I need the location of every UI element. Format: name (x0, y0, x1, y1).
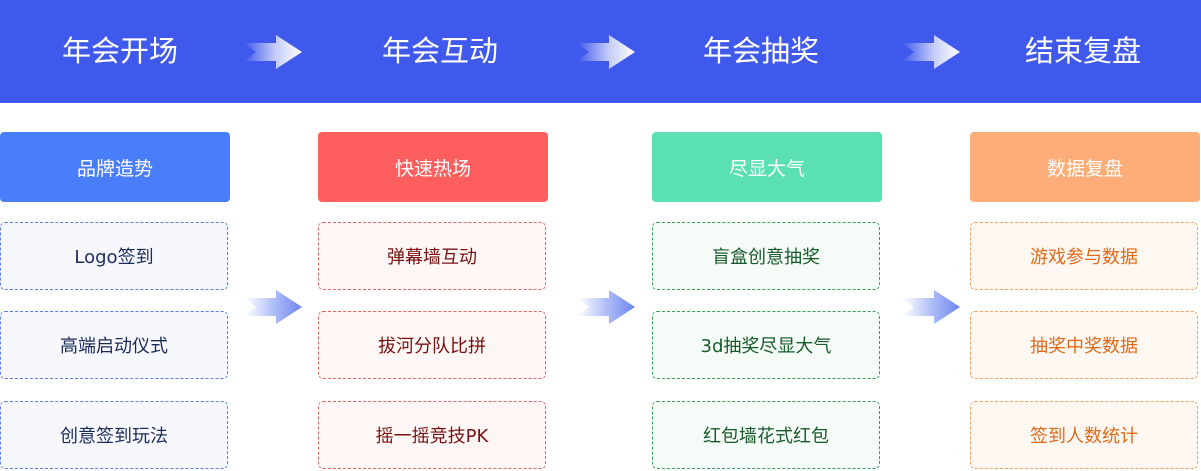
list-item: 签到人数统计 (970, 401, 1198, 469)
stage-banner: 年会开场 年会互动 年会抽奖 结束复盘 (0, 0, 1201, 103)
stage-title-2: 年会互动 (381, 34, 498, 68)
column-header: 快速热场 (318, 132, 548, 202)
list-item: Logo签到 (0, 222, 228, 290)
arrow-right-icon (902, 35, 960, 69)
column-header: 数据复盘 (970, 132, 1200, 202)
list-item: 游戏参与数据 (970, 222, 1198, 290)
arrow-right-icon (577, 35, 635, 69)
list-item: 盲盒创意抽奖 (652, 222, 880, 290)
stage-title-1: 年会开场 (61, 34, 178, 68)
column-header: 品牌造势 (0, 132, 230, 202)
arrow-right-icon (577, 290, 635, 324)
arrow-right-icon (902, 290, 960, 324)
list-item: 摇一摇竞技PK (318, 401, 546, 469)
list-item: 拔河分队比拼 (318, 311, 546, 379)
list-item: 高端启动仪式 (0, 311, 228, 379)
list-item: 抽奖中奖数据 (970, 311, 1198, 379)
arrow-right-icon (244, 290, 302, 324)
list-item: 弹幕墙互动 (318, 222, 546, 290)
list-item: 创意签到玩法 (0, 401, 228, 469)
stage-title-4: 结束复盘 (1024, 34, 1141, 68)
list-item: 红包墙花式红包 (652, 401, 880, 469)
arrow-right-icon (244, 35, 302, 69)
stage-title-3: 年会抽奖 (702, 34, 819, 68)
column-header: 尽显大气 (652, 132, 882, 202)
list-item: 3d抽奖尽显大气 (652, 311, 880, 379)
